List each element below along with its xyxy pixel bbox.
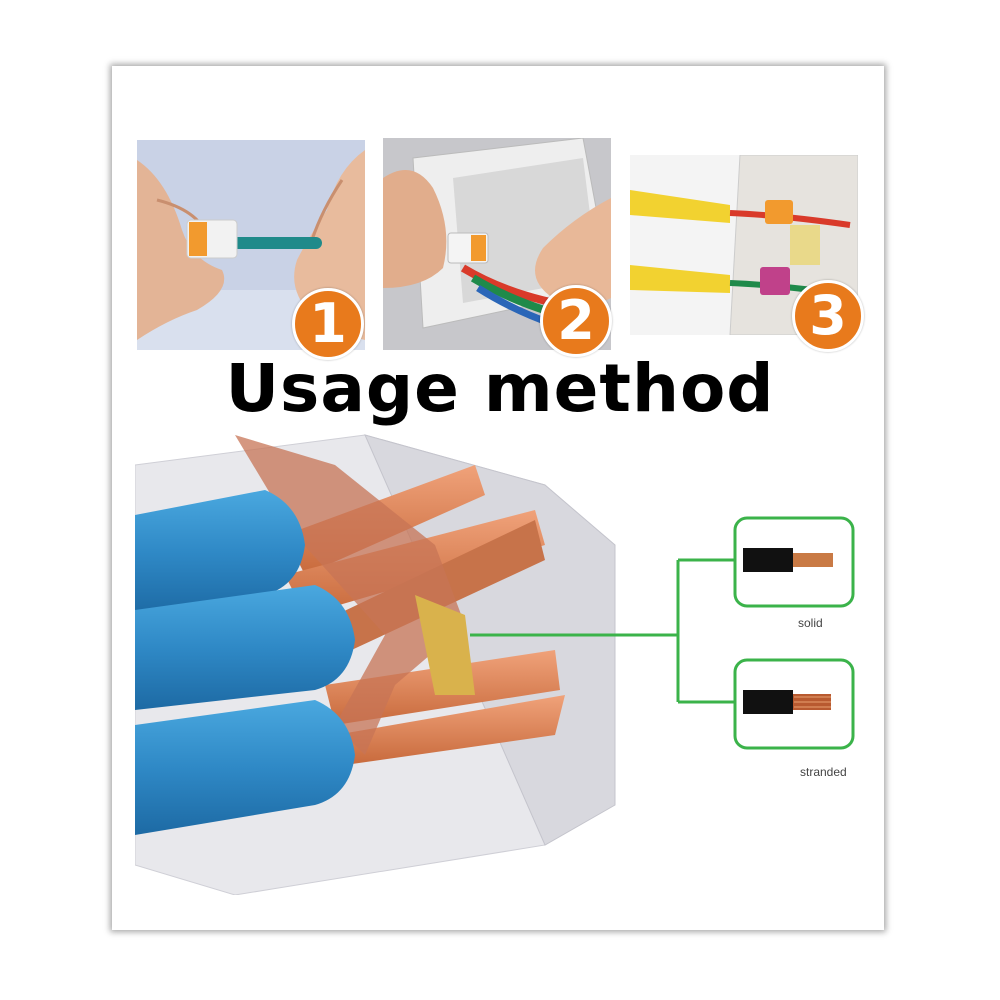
page-title: Usage method: [225, 350, 775, 427]
step-1-photo: [137, 140, 365, 350]
step-1-badge: 1: [292, 288, 364, 360]
connector-cutaway-diagram: [134, 425, 625, 896]
solid-wire-label: solid: [798, 616, 823, 630]
step-3-photo: [630, 155, 858, 335]
step-3-badge: 3: [792, 280, 864, 352]
step-2-badge: 2: [540, 285, 612, 357]
stranded-wire-label: stranded: [800, 765, 847, 779]
wire-type-callouts: [470, 510, 870, 810]
